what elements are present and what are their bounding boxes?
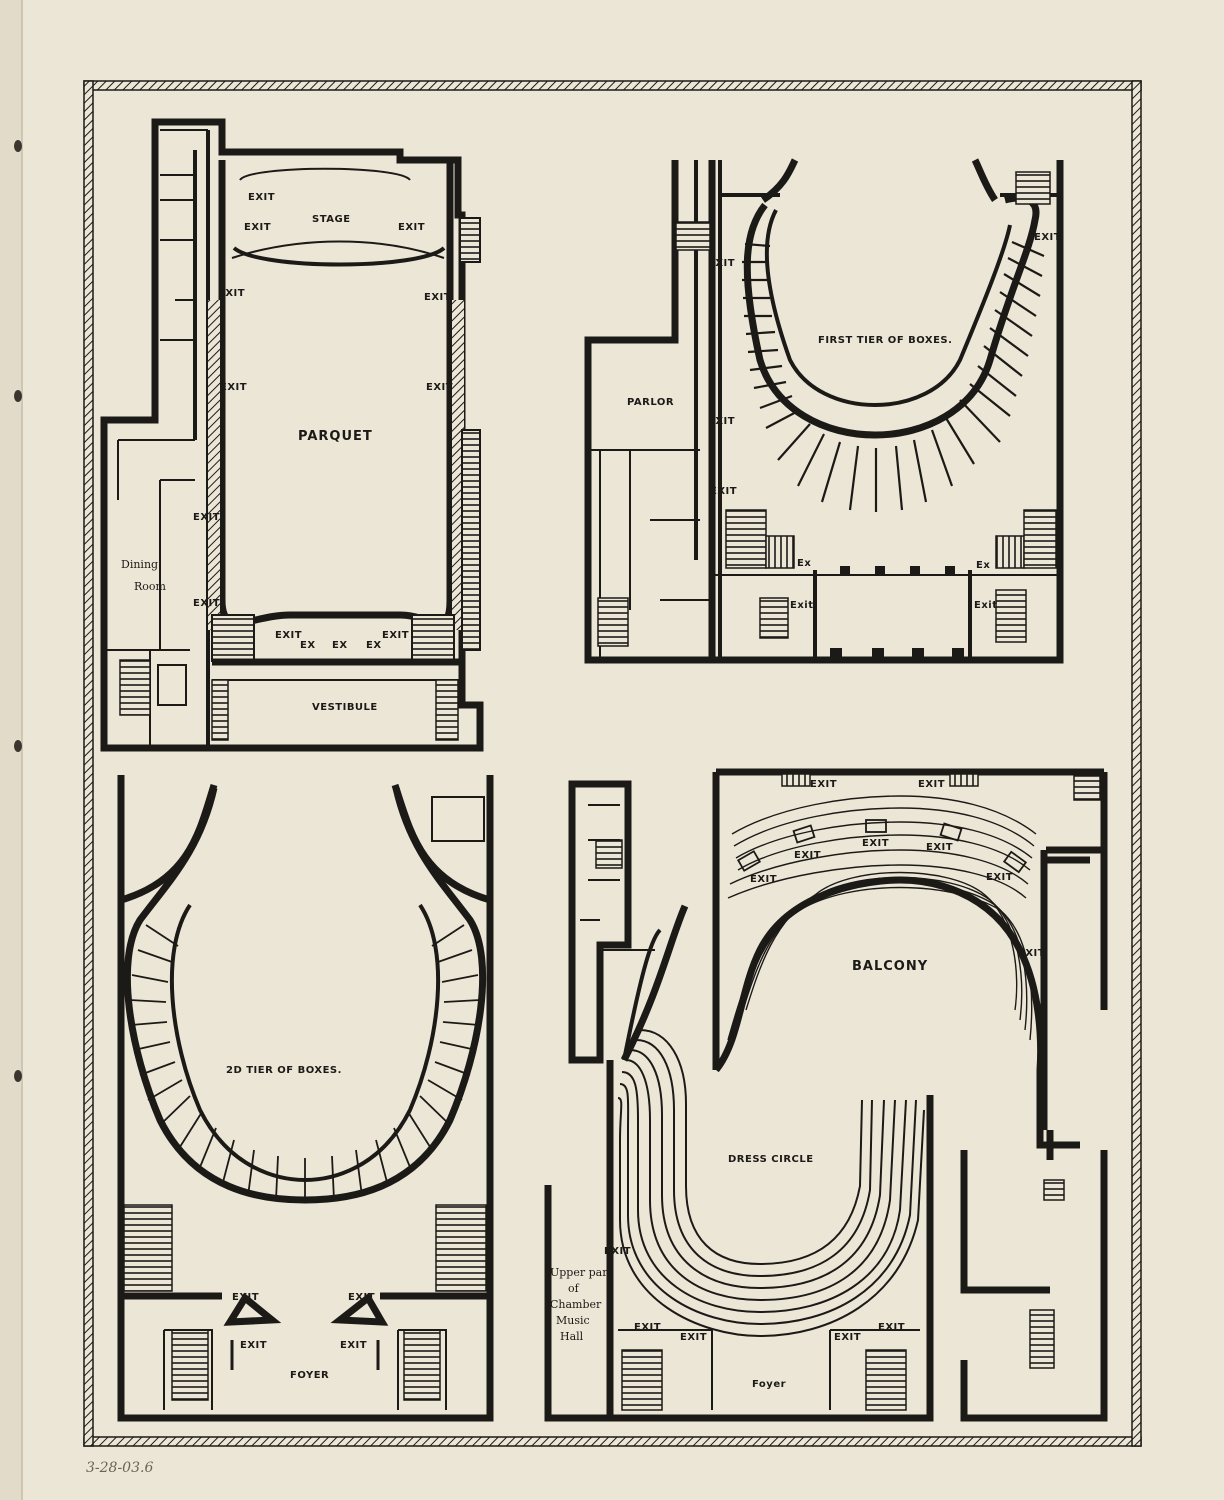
decorative-border <box>83 80 1142 1447</box>
exit-label: EXIT <box>708 416 735 427</box>
exit-label: EXIT <box>218 288 245 299</box>
upper-part-label-line5: Hall <box>560 1330 584 1343</box>
exit-title-label: Exit <box>974 600 998 611</box>
exit-label: EXIT <box>340 1340 367 1351</box>
exit-label: EXIT <box>244 222 271 233</box>
dining-room-label-line1: Dining <box>121 558 158 571</box>
margin-note: 3-28-03.6 <box>86 1460 153 1476</box>
upper-part-label-line2: of <box>568 1282 580 1295</box>
exit-label: EXIT <box>862 838 889 849</box>
dining-room-label-line2: Room <box>134 580 167 593</box>
exit-label: EXIT <box>680 1332 707 1343</box>
ex-label: EX <box>332 640 348 651</box>
exit-label: EXIT <box>248 192 275 203</box>
binding-edge <box>0 0 22 1500</box>
upper-part-label-line1: Upper part <box>550 1266 612 1279</box>
first-tier-floor-plan <box>584 158 1064 664</box>
dress-circle-floor-plan <box>544 780 1108 1422</box>
exit-label: EXIT <box>634 1322 661 1333</box>
parlor-label: PARLOR <box>627 397 674 408</box>
exit-label: EXIT <box>794 850 821 861</box>
foyer-label: Foyer <box>752 1379 786 1390</box>
parquet-labels: STAGE PARQUET VESTIBULE Dining Room EXIT… <box>121 192 453 713</box>
exit-label: EXIT <box>240 1340 267 1351</box>
exit-label: EXIT <box>426 382 453 393</box>
exit-title-label: Exit <box>790 600 814 611</box>
ex-label: EX <box>300 640 316 651</box>
first-tier-box-partitions <box>742 240 1045 512</box>
exit-label: EXIT <box>926 842 953 853</box>
exit-label: EXIT <box>918 779 945 790</box>
exit-label: EXIT <box>750 874 777 885</box>
exit-label: EXIT <box>1034 232 1061 243</box>
stage-label: STAGE <box>312 214 351 225</box>
dress-circle-label: DRESS CIRCLE <box>728 1154 814 1165</box>
vestibule-label: VESTIBULE <box>312 702 378 713</box>
exit-label: EXIT <box>810 779 837 790</box>
ex-label: EX <box>366 640 382 651</box>
exit-label: EXIT <box>986 872 1013 883</box>
balcony-floor-plan <box>712 768 1108 1149</box>
exit-label: EXIT <box>710 486 737 497</box>
ex-title-label: Ex <box>797 558 811 569</box>
parquet-label: PARQUET <box>298 429 373 444</box>
exit-label: EXIT <box>834 1332 861 1343</box>
first-tier-title: FIRST TIER OF BOXES. <box>818 335 952 346</box>
parquet-floor-plan <box>100 118 484 752</box>
binding-holes <box>14 140 22 1082</box>
exit-label: EXIT <box>193 598 220 609</box>
second-tier-floor-plan <box>117 775 494 1422</box>
second-tier-box-partitions <box>129 924 481 1202</box>
foyer-label: FOYER <box>290 1370 329 1381</box>
exit-label: EXIT <box>878 1322 905 1333</box>
exit-label: EXIT <box>220 382 247 393</box>
upper-part-label-line3: Chamber <box>550 1298 602 1311</box>
first-tier-labels: FIRST TIER OF BOXES. PARLOR EXIT EXIT EX… <box>627 232 1061 611</box>
exit-label: EXIT <box>382 630 409 641</box>
exit-label: EXIT <box>275 630 302 641</box>
exit-label: EXIT <box>232 1292 259 1303</box>
balcony-label: BALCONY <box>852 959 928 974</box>
upper-part-label-line4: Music <box>556 1314 590 1327</box>
exit-label: EXIT <box>1018 948 1045 959</box>
exit-label: EXIT <box>604 1246 631 1257</box>
exit-label: EXIT <box>398 222 425 233</box>
ex-title-label: Ex <box>976 560 990 571</box>
balcony-dress-circle-labels: BALCONY DRESS CIRCLE Foyer Upper part of… <box>550 779 1045 1390</box>
exit-label: EXIT <box>193 512 220 523</box>
exit-label: EXIT <box>348 1292 375 1303</box>
exit-label: EXIT <box>708 258 735 269</box>
exit-label: EXIT <box>424 292 451 303</box>
second-tier-labels: 2D TIER OF BOXES. FOYER EXIT EXIT EXIT E… <box>226 1065 375 1381</box>
second-tier-title: 2D TIER OF BOXES. <box>226 1065 342 1076</box>
